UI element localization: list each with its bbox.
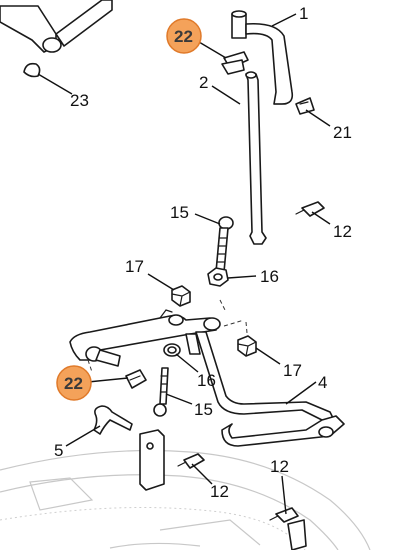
callout-5: 5: [54, 441, 63, 460]
part-4-frame-lever: [69, 309, 345, 447]
callout-12-lower: 12: [270, 457, 289, 476]
callout-17-upper: 17: [125, 257, 144, 276]
callout-21: 21: [333, 123, 352, 142]
part-16-flange-nut-upper: [207, 267, 229, 287]
callout-labels: 1 2 21 22 23 15 12 17 16 17 4 22 16 15 5…: [54, 4, 352, 501]
callout-highlights: [56, 18, 202, 401]
callout-22-upper: 22: [174, 27, 193, 46]
part-22-clip-upper: [221, 51, 249, 75]
part-22-clip-lower: [125, 369, 147, 389]
part-2-link-rod: [245, 71, 267, 245]
part-23-handle-grip: [0, 0, 113, 78]
callout-15-lower: 15: [194, 400, 213, 419]
part-12-spring-clip-middle: [177, 453, 205, 469]
part-15-eye-bolt-lower: [153, 367, 169, 417]
highlight-circle-22-upper: [166, 18, 202, 54]
part-12-spring-clip-upper: [295, 201, 325, 217]
leader-lines: [37, 13, 331, 515]
mower-deck-outline: [0, 449, 371, 550]
callout-1: 1: [299, 4, 308, 23]
callout-12-middle: 12: [210, 482, 229, 501]
callout-17-lower: 17: [283, 361, 302, 380]
highlight-circle-22-lower: [56, 365, 92, 401]
callout-15-upper: 15: [170, 203, 189, 222]
callout-4: 4: [318, 373, 327, 392]
part-1-upper-lever: [231, 10, 294, 105]
callout-16-lower: 16: [197, 371, 216, 390]
callout-23: 23: [70, 91, 89, 110]
axle-bushing: [85, 346, 121, 367]
deck-bracket: [139, 429, 165, 491]
part-15-eye-bolt-upper: [215, 216, 234, 273]
callout-16-upper: 16: [260, 267, 279, 286]
part-17-nut-lower: [237, 335, 257, 357]
part-16-flange-nut-lower: [163, 343, 181, 357]
part-5-hook-pin: [93, 405, 133, 435]
alignment-lines: [87, 299, 249, 373]
callout-2: 2: [199, 73, 208, 92]
part-12-spring-clip-lower: [269, 507, 307, 550]
callout-12-upper: 12: [333, 222, 352, 241]
part-21-bracket: [295, 97, 315, 115]
part-17-nut-upper: [171, 285, 191, 307]
callout-22-lower: 22: [64, 374, 83, 393]
